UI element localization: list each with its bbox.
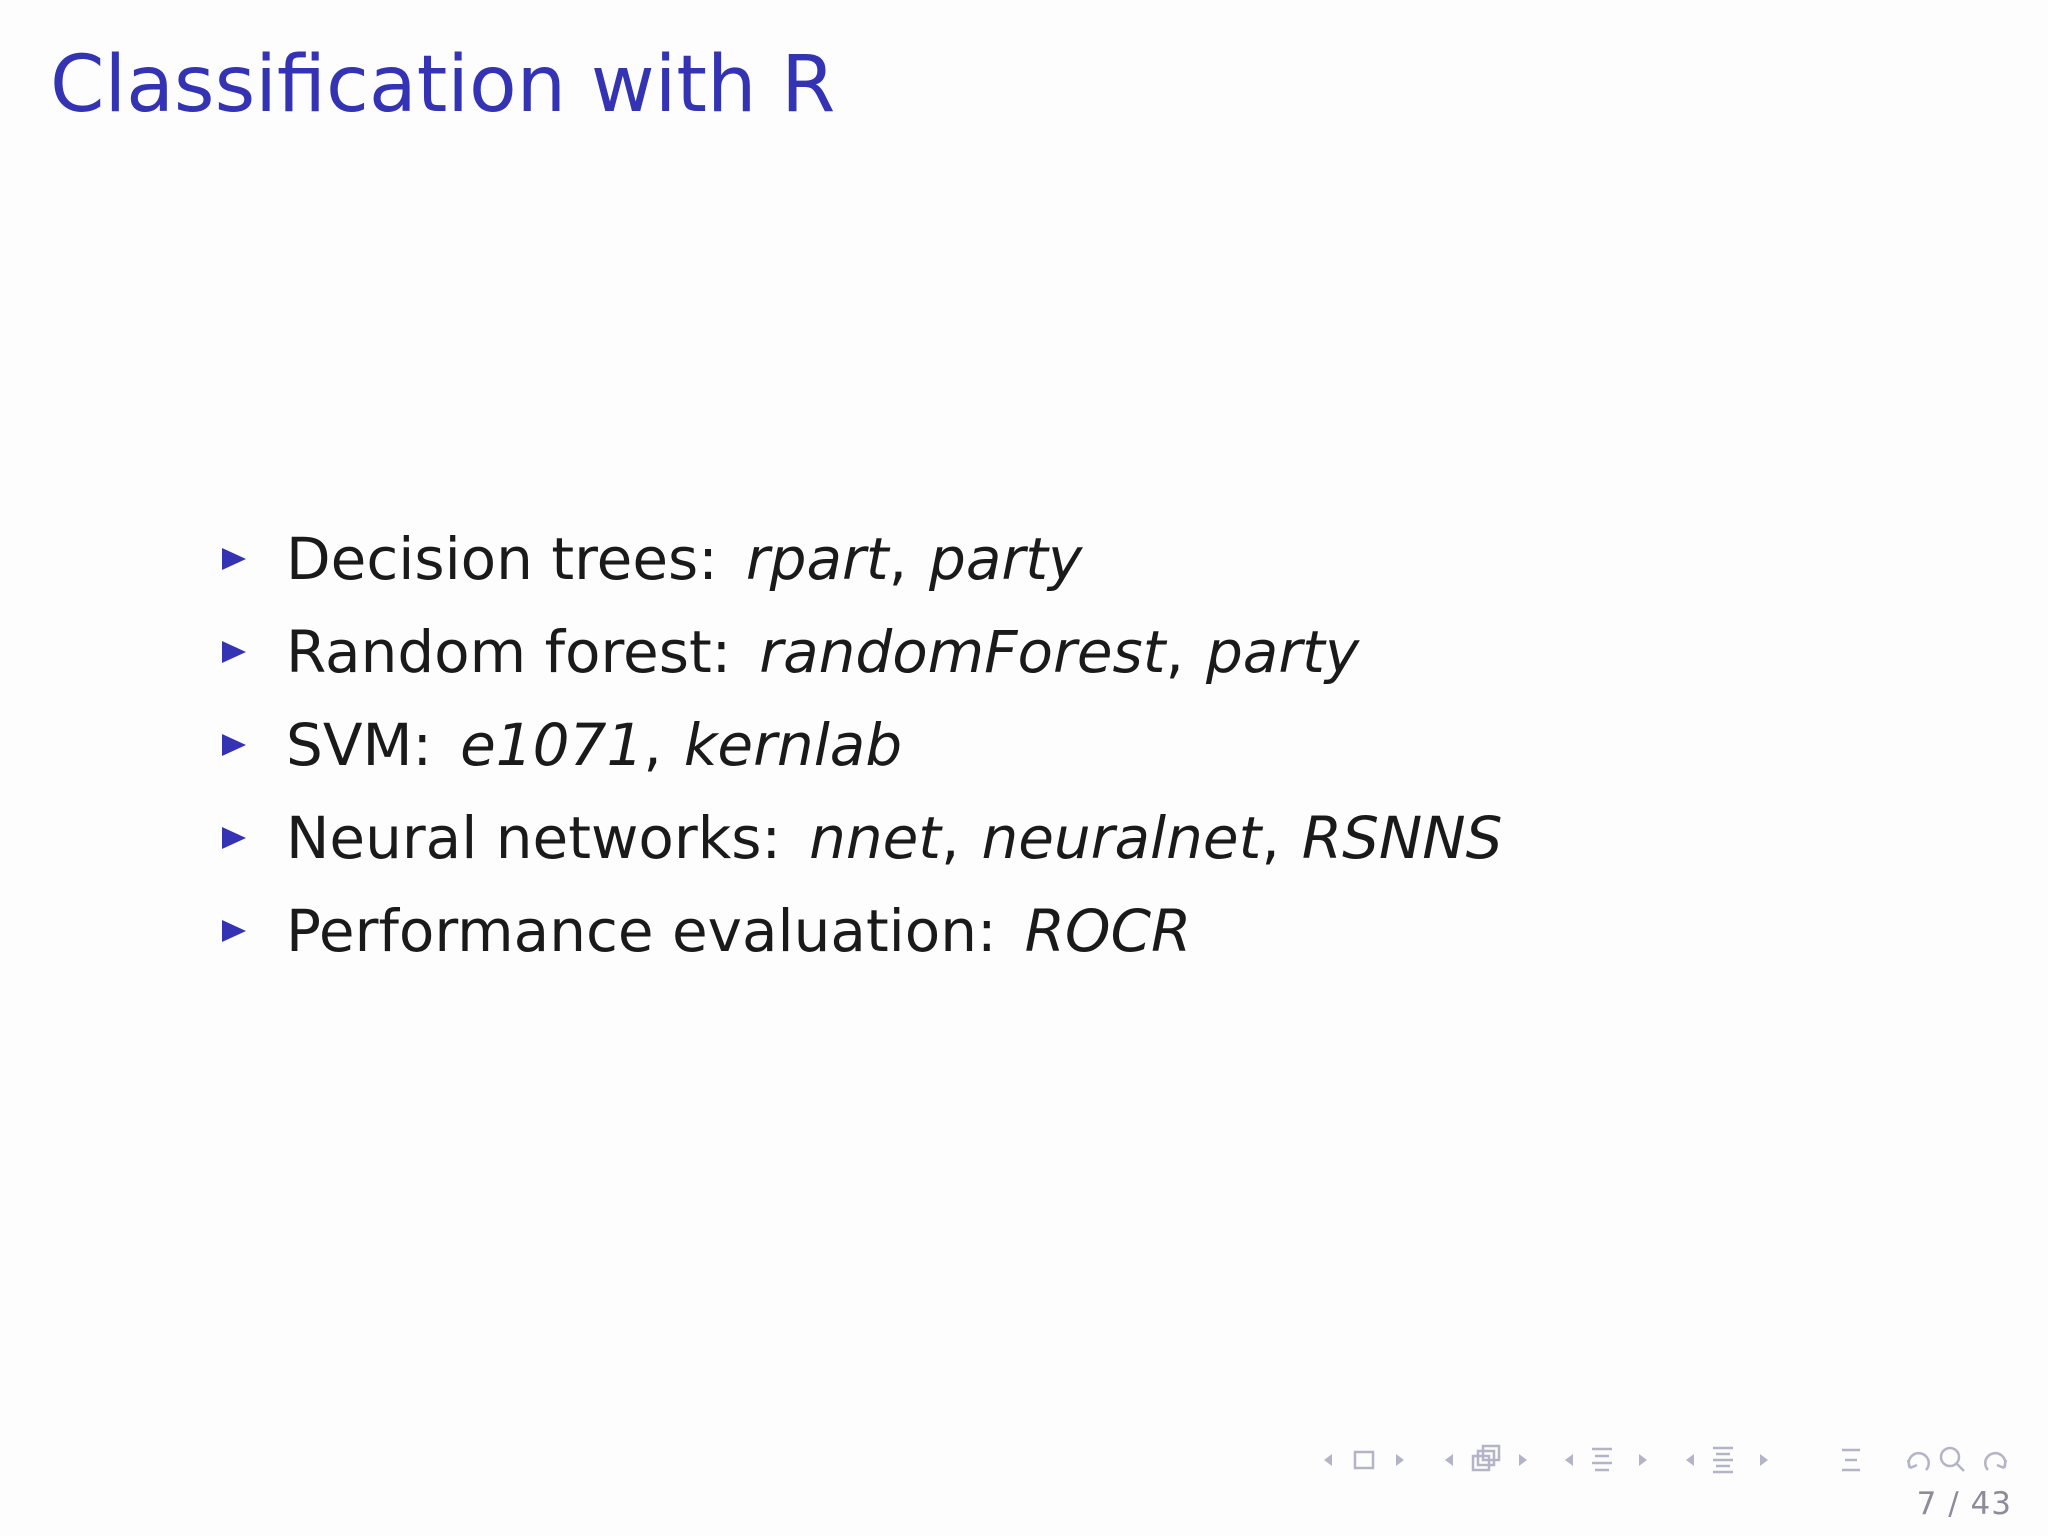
item-label: Neural networks:: [286, 803, 782, 872]
package-name: RSNNS: [1301, 803, 1503, 872]
list-item: Random forest: randomForest, party: [220, 605, 1503, 698]
package-name: nnet: [809, 803, 942, 872]
triangle-bullet-icon: [220, 545, 286, 573]
package-name: neuralnet: [981, 803, 1262, 872]
beamer-navigation-bar: [1310, 1440, 2030, 1480]
package-name: party: [1205, 617, 1360, 686]
outline-icon[interactable]: [1842, 1448, 1860, 1472]
undo-icon[interactable]: [1906, 1451, 1930, 1471]
triangle-bullet-icon: [220, 824, 286, 852]
item-label: Decision trees:: [286, 524, 718, 593]
frame-next-icon[interactable]: [1519, 1454, 1527, 1466]
triangle-bullet-icon: [220, 731, 286, 759]
item-label: Performance evaluation:: [286, 896, 997, 965]
slide-frame-icon[interactable]: [1353, 1450, 1375, 1470]
package-name: party: [929, 524, 1083, 593]
navigation-icons: [1324, 1444, 2008, 1474]
package-name: ROCR: [1024, 896, 1192, 965]
package-name: e1071: [460, 710, 644, 779]
list-item: SVM: e1071, kernlab: [220, 698, 1503, 791]
package-name: kernlab: [683, 710, 903, 779]
subsection-prev-icon[interactable]: [1565, 1454, 1573, 1466]
section-icon[interactable]: [1713, 1446, 1733, 1474]
item-label: Random forest:: [286, 617, 732, 686]
section-next-icon[interactable]: [1760, 1454, 1768, 1466]
subsection-next-icon[interactable]: [1639, 1454, 1647, 1466]
page-number: 7 / 43: [1916, 1486, 2012, 1522]
subsection-icon[interactable]: [1592, 1447, 1612, 1472]
slide-next-icon[interactable]: [1396, 1454, 1404, 1466]
bullet-list: Decision trees: rpart, party Random fore…: [220, 512, 1503, 977]
list-item: Neural networks: nnet, neuralnet, RSNNS: [220, 791, 1503, 884]
item-label: SVM:: [286, 710, 433, 779]
frame-prev-icon[interactable]: [1445, 1454, 1453, 1466]
search-icon[interactable]: [1939, 1446, 1965, 1472]
slide-title: Classification with R: [50, 40, 836, 130]
package-name: rpart: [745, 524, 889, 593]
list-item: Decision trees: rpart, party: [220, 512, 1503, 605]
frames-icon[interactable]: [1471, 1444, 1501, 1472]
redo-icon[interactable]: [1984, 1451, 2008, 1471]
list-item: Performance evaluation: ROCR: [220, 884, 1503, 977]
triangle-bullet-icon: [220, 638, 286, 666]
triangle-bullet-icon: [220, 917, 286, 945]
package-name: randomForest: [759, 617, 1166, 686]
section-prev-icon[interactable]: [1686, 1454, 1694, 1466]
slide-prev-icon[interactable]: [1324, 1454, 1332, 1466]
